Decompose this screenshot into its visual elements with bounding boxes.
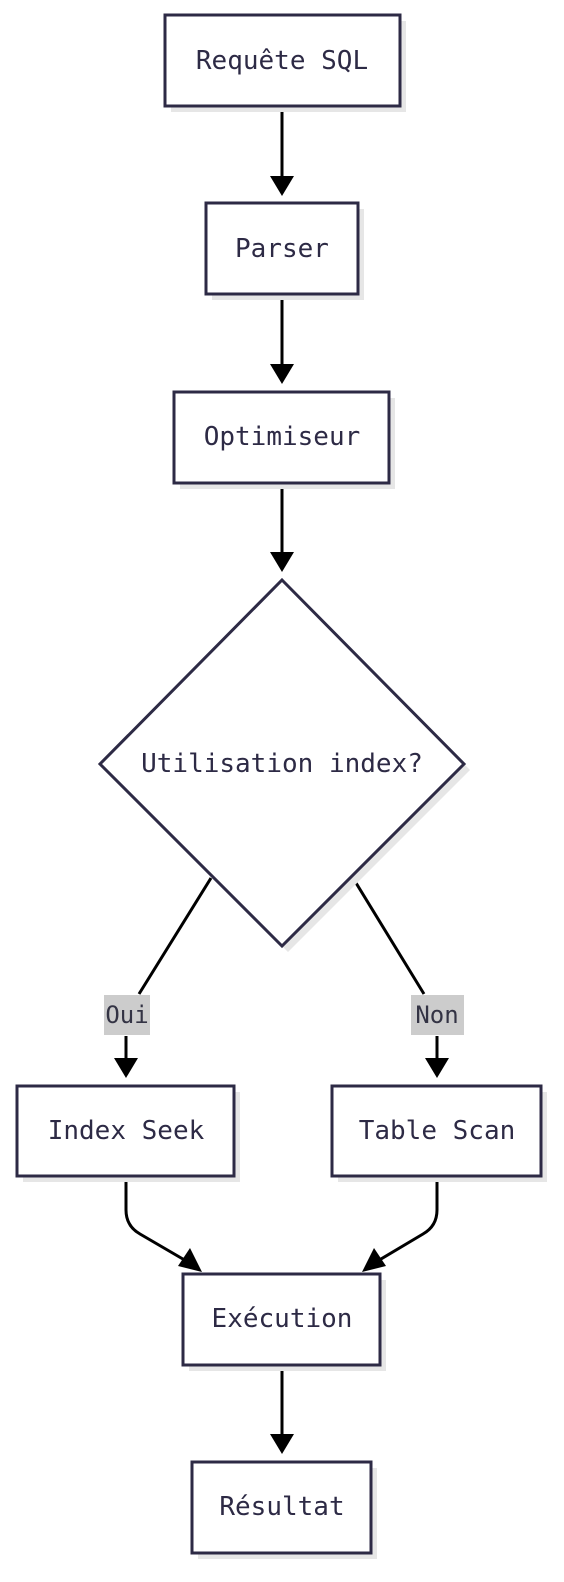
arrowhead [270, 364, 294, 384]
arrowhead [178, 1248, 202, 1272]
node-index-seek-label: Index Seek [48, 1116, 205, 1146]
arrowhead [425, 1058, 449, 1078]
arrowhead [114, 1058, 138, 1078]
node-execution-label: Exécution [212, 1304, 353, 1334]
node-result: Résultat [190, 1460, 377, 1559]
arrowhead [270, 552, 294, 572]
edge-label-no-text: Non [415, 1001, 458, 1029]
node-decision: Utilisation index? [97, 577, 470, 952]
edge-index-seek-execution [124, 1176, 189, 1264]
node-parser: Parser [204, 201, 364, 300]
edge-label-no: Non [411, 995, 464, 1035]
node-index-seek: Index Seek [15, 1084, 240, 1182]
edge-label-yes-text: Oui [105, 1001, 148, 1029]
node-request-label: Requête SQL [196, 46, 368, 76]
node-decision-label: Utilisation index? [141, 749, 423, 779]
edge-decision-index-seek [124, 877, 213, 1062]
node-parser-label: Parser [235, 234, 329, 264]
node-request: Requête SQL [163, 13, 406, 112]
node-table-scan-label: Table Scan [359, 1116, 516, 1146]
node-execution: Exécution [181, 1272, 386, 1371]
node-result-label: Résultat [219, 1492, 344, 1522]
node-table-scan: Table Scan [330, 1084, 547, 1182]
arrowhead [362, 1248, 386, 1272]
node-optimizer: Optimiseur [172, 390, 395, 489]
edge-label-yes: Oui [104, 995, 150, 1035]
arrowhead [270, 176, 294, 196]
edge-label-no-background [411, 995, 464, 1035]
node-optimizer-label: Optimiseur [204, 422, 361, 452]
edge-table-scan-execution [375, 1176, 439, 1264]
edge-label-yes-background [104, 995, 150, 1035]
arrowhead [270, 1434, 294, 1454]
edge-decision-table-scan [351, 877, 439, 1062]
